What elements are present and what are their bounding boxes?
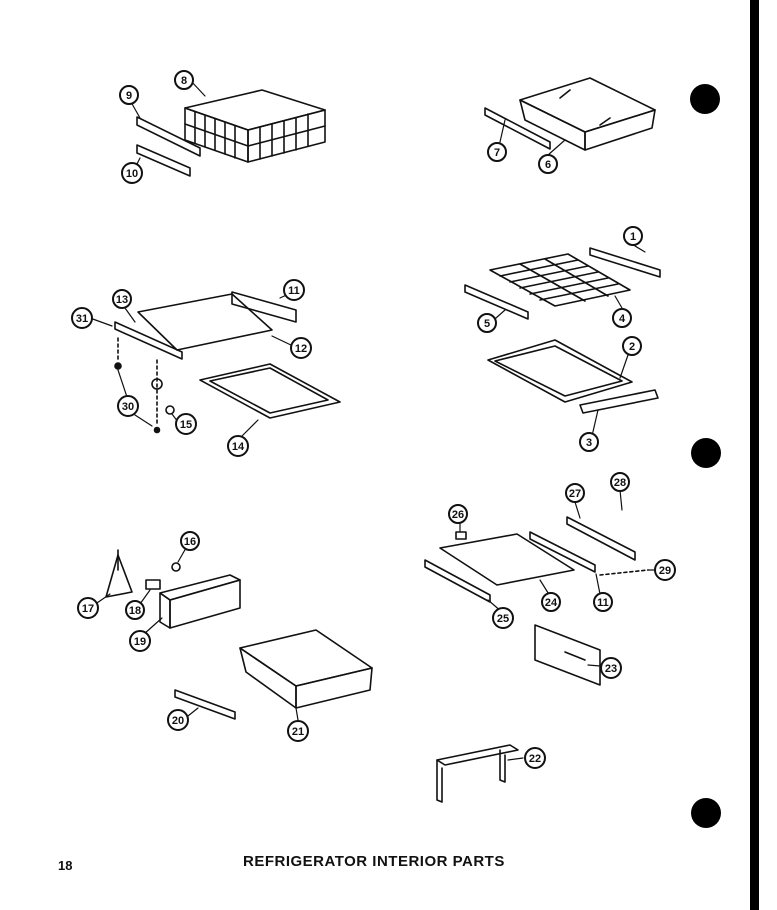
page-number: 18 <box>58 858 73 873</box>
callout-11b: 11 <box>593 592 613 612</box>
callout-5: 5 <box>477 313 497 333</box>
cover-19 <box>159 574 241 629</box>
callout-31: 31 <box>71 307 93 329</box>
rail-9 <box>136 116 201 157</box>
callout-3: 3 <box>579 432 599 452</box>
trim-11 <box>231 291 297 323</box>
callout-8: 8 <box>174 70 194 90</box>
trim-11b <box>529 531 596 573</box>
callout-6: 6 <box>538 154 558 174</box>
callout-23: 23 <box>600 657 622 679</box>
svg-text:23: 23 <box>605 663 617 675</box>
svg-text:18: 18 <box>129 605 141 617</box>
rail-20 <box>174 689 236 720</box>
svg-text:16: 16 <box>184 536 196 548</box>
callout-4: 4 <box>612 308 632 328</box>
callout-12: 12 <box>290 337 312 359</box>
svg-text:24: 24 <box>545 597 558 609</box>
wire-shelf-4 <box>489 253 631 307</box>
crisper-pan <box>519 77 656 151</box>
svg-text:17: 17 <box>82 603 94 615</box>
binding-bar <box>750 0 759 910</box>
svg-text:14: 14 <box>232 441 245 453</box>
callout-10: 10 <box>121 162 143 184</box>
svg-text:19: 19 <box>134 636 146 648</box>
page-title: REFRIGERATOR INTERIOR PARTS <box>243 853 505 870</box>
trim-27 <box>566 516 636 561</box>
svg-text:26: 26 <box>452 509 464 521</box>
svg-text:15: 15 <box>180 419 192 431</box>
bracket-22 <box>436 744 519 803</box>
svg-text:1: 1 <box>630 231 636 243</box>
svg-text:10: 10 <box>126 168 138 180</box>
svg-text:20: 20 <box>172 715 184 727</box>
callout-2: 2 <box>622 336 642 356</box>
svg-text:9: 9 <box>126 90 132 102</box>
rail-1 <box>589 247 661 278</box>
callout-9: 9 <box>119 85 139 105</box>
svg-text:2: 2 <box>629 341 635 353</box>
callout-group: 8 9 10 7 6 11 13 31 12 30 15 14 1 4 5 2 … <box>71 70 676 769</box>
callout-19: 19 <box>129 630 151 652</box>
callout-30: 30 <box>117 395 139 417</box>
svg-text:6: 6 <box>545 159 551 171</box>
svg-text:29: 29 <box>659 565 671 577</box>
punch-hole-middle <box>691 438 721 468</box>
svg-text:3: 3 <box>586 437 592 449</box>
trim-25 <box>424 559 491 603</box>
callout-22: 22 <box>524 747 546 769</box>
rail-5 <box>464 284 529 320</box>
panel-23 <box>534 624 601 686</box>
svg-text:28: 28 <box>614 477 626 489</box>
svg-text:8: 8 <box>181 75 187 87</box>
callout-18: 18 <box>125 600 145 620</box>
callout-29: 29 <box>654 559 676 581</box>
wire-basket <box>184 89 326 163</box>
svg-text:22: 22 <box>529 753 541 765</box>
callout-16: 16 <box>180 531 200 551</box>
svg-text:5: 5 <box>484 318 490 330</box>
bracket-3 <box>579 389 659 414</box>
callout-20: 20 <box>167 709 189 731</box>
rail-10 <box>136 144 191 177</box>
slide-18 <box>145 579 161 590</box>
svg-text:25: 25 <box>497 613 509 625</box>
shelf-frame-2 <box>487 339 633 403</box>
callout-14: 14 <box>227 435 249 457</box>
callout-28: 28 <box>610 472 630 492</box>
leader-lines <box>89 79 656 761</box>
callout-1: 1 <box>623 226 643 246</box>
glass-shelf <box>137 293 273 351</box>
trim-13 <box>114 321 183 360</box>
punch-hole-bottom <box>691 798 721 828</box>
callout-25: 25 <box>492 607 514 629</box>
svg-text:7: 7 <box>494 147 500 159</box>
svg-text:13: 13 <box>116 294 128 306</box>
svg-text:21: 21 <box>292 726 304 738</box>
svg-text:27: 27 <box>569 488 581 500</box>
svg-text:30: 30 <box>122 401 134 413</box>
callout-15: 15 <box>175 413 197 435</box>
svg-text:11: 11 <box>597 597 609 609</box>
callout-13: 13 <box>112 289 132 309</box>
callout-27: 27 <box>565 483 585 503</box>
svg-text:4: 4 <box>619 313 626 325</box>
callout-17: 17 <box>77 597 99 619</box>
knob-17 <box>105 554 133 598</box>
svg-text:11: 11 <box>288 285 300 297</box>
svg-text:12: 12 <box>295 343 307 355</box>
rail-7 <box>484 107 551 150</box>
svg-text:31: 31 <box>76 313 88 325</box>
callout-26: 26 <box>448 504 468 524</box>
callout-7: 7 <box>487 142 507 162</box>
glass-shelf-24 <box>439 533 575 586</box>
drawer-21 <box>239 629 373 709</box>
punch-hole-top <box>690 84 720 114</box>
callout-24: 24 <box>541 592 561 612</box>
callout-11: 11 <box>283 279 305 301</box>
callout-21: 21 <box>287 720 309 742</box>
shelf-frame-14 <box>199 363 341 419</box>
